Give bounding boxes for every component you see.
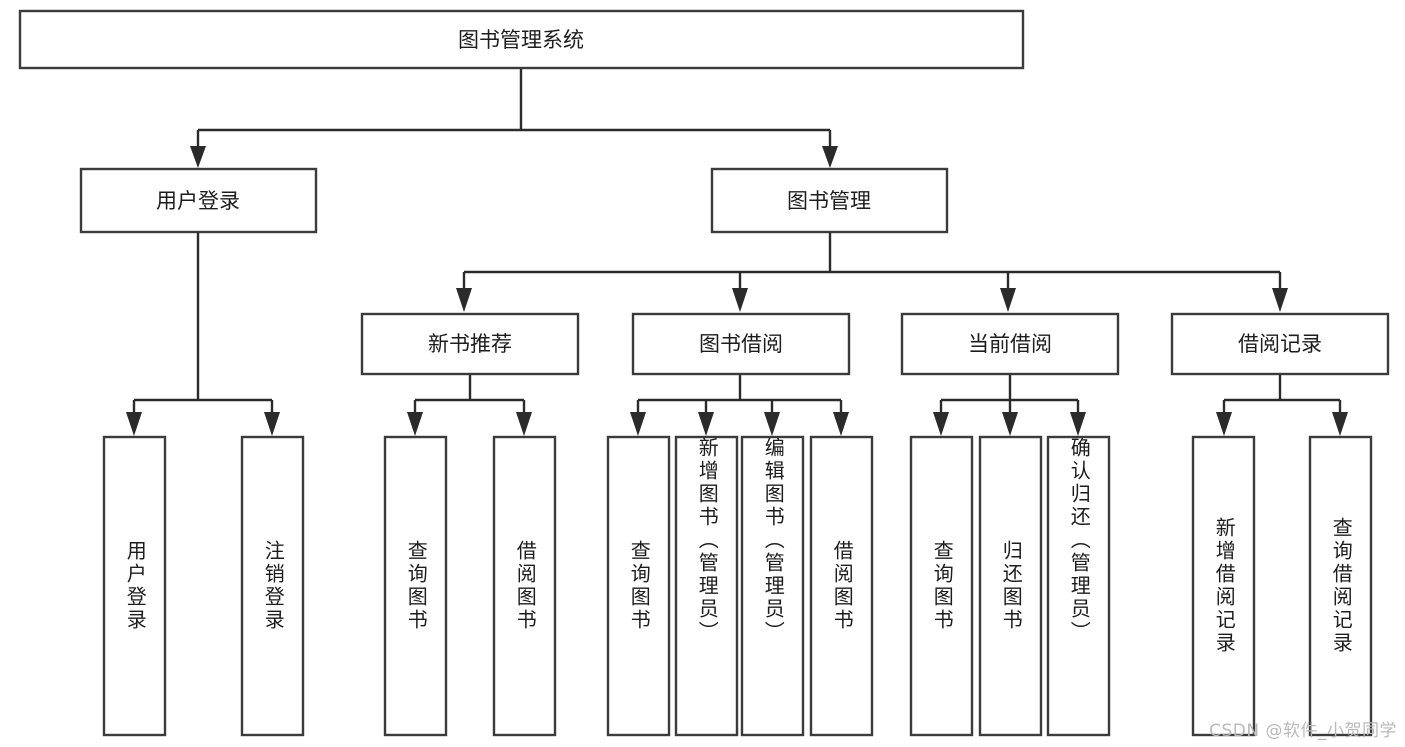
arrow-currentborrow-leaf1-icon bbox=[1002, 412, 1018, 436]
node-borrow-record-label: 借阅记录 bbox=[1238, 332, 1322, 356]
leaf-book-borrow-3-box[interactable] bbox=[809, 435, 874, 737]
leaf-user-login-0-box[interactable] bbox=[102, 435, 167, 737]
leaf-borrow-record-0-box[interactable] bbox=[1191, 435, 1256, 737]
node-book-management-box[interactable] bbox=[710, 167, 949, 234]
node-new-book-recommend-box[interactable] bbox=[360, 312, 580, 376]
leaf-new-book-0-box[interactable] bbox=[383, 435, 448, 737]
node-book-borrow-box[interactable] bbox=[631, 312, 851, 376]
arrow-to-user-login-icon bbox=[190, 146, 206, 168]
node-root-label: 图书管理系统 bbox=[458, 28, 584, 52]
arrow-bookborrow-leaf1-icon bbox=[698, 412, 714, 436]
edges-currentborrow-to-leaves bbox=[933, 374, 1086, 436]
leaf-book-borrow-2-box[interactable] bbox=[740, 435, 805, 737]
node-new-book-recommend-label: 新书推荐 bbox=[428, 332, 512, 356]
leaf-borrow-record-1-box[interactable] bbox=[1308, 435, 1373, 737]
edges-newbook-to-leaves bbox=[407, 374, 532, 436]
edges-bookmgmt-to-level3 bbox=[456, 232, 1288, 312]
edges-root-to-level2 bbox=[190, 68, 838, 168]
node-user-login-label: 用户登录 bbox=[156, 189, 240, 213]
edges-bookborrow-to-leaves bbox=[630, 374, 849, 436]
arrow-borrowrecord-leaf0-icon bbox=[1216, 412, 1232, 436]
leaf-current-borrow-2-box[interactable] bbox=[1046, 435, 1111, 737]
arrow-to-book-borrow-icon bbox=[732, 288, 748, 312]
arrow-currentborrow-leaf0-icon bbox=[933, 412, 949, 436]
node-current-borrow-box[interactable] bbox=[900, 312, 1120, 376]
arrow-bookborrow-leaf2-icon bbox=[764, 412, 780, 436]
arrow-bookborrow-leaf3-icon bbox=[833, 412, 849, 436]
arrow-userlogin-leaf0-icon bbox=[126, 412, 142, 436]
edges-borrowrecord-to-leaves bbox=[1216, 374, 1348, 436]
leaf-book-borrow-1-box[interactable] bbox=[674, 435, 739, 737]
arrow-newbook-leaf1-icon bbox=[516, 412, 532, 436]
node-current-borrow-label: 当前借阅 bbox=[968, 332, 1052, 356]
leaf-user-login-1-box[interactable] bbox=[240, 435, 305, 737]
watermark: CSDN @软件_小贺同学 bbox=[1209, 721, 1397, 741]
arrow-to-current-borrow-icon bbox=[1000, 288, 1016, 312]
arrow-currentborrow-leaf2-icon bbox=[1070, 412, 1086, 436]
node-user-login-box[interactable] bbox=[79, 167, 318, 234]
node-book-management-label: 图书管理 bbox=[787, 189, 871, 213]
edges-userlogin-to-leaves bbox=[126, 232, 280, 436]
arrow-borrowrecord-leaf1-icon bbox=[1332, 412, 1348, 436]
node-borrow-record-box[interactable] bbox=[1170, 312, 1390, 376]
leaf-current-borrow-1-box[interactable] bbox=[978, 435, 1043, 737]
arrow-newbook-leaf0-icon bbox=[407, 412, 423, 436]
leaf-book-borrow-0-box[interactable] bbox=[606, 435, 671, 737]
arrow-userlogin-leaf1-icon bbox=[264, 412, 280, 436]
arrow-to-new-book-icon bbox=[456, 288, 472, 312]
arrow-to-book-mgmt-icon bbox=[822, 146, 838, 168]
node-root-box[interactable] bbox=[18, 9, 1025, 70]
node-book-borrow-label: 图书借阅 bbox=[699, 332, 783, 356]
arrow-bookborrow-leaf0-icon bbox=[630, 412, 646, 436]
leaf-current-borrow-0-box[interactable] bbox=[909, 435, 974, 737]
arrow-to-borrow-record-icon bbox=[1272, 288, 1288, 312]
leaf-new-book-1-box[interactable] bbox=[492, 435, 557, 737]
